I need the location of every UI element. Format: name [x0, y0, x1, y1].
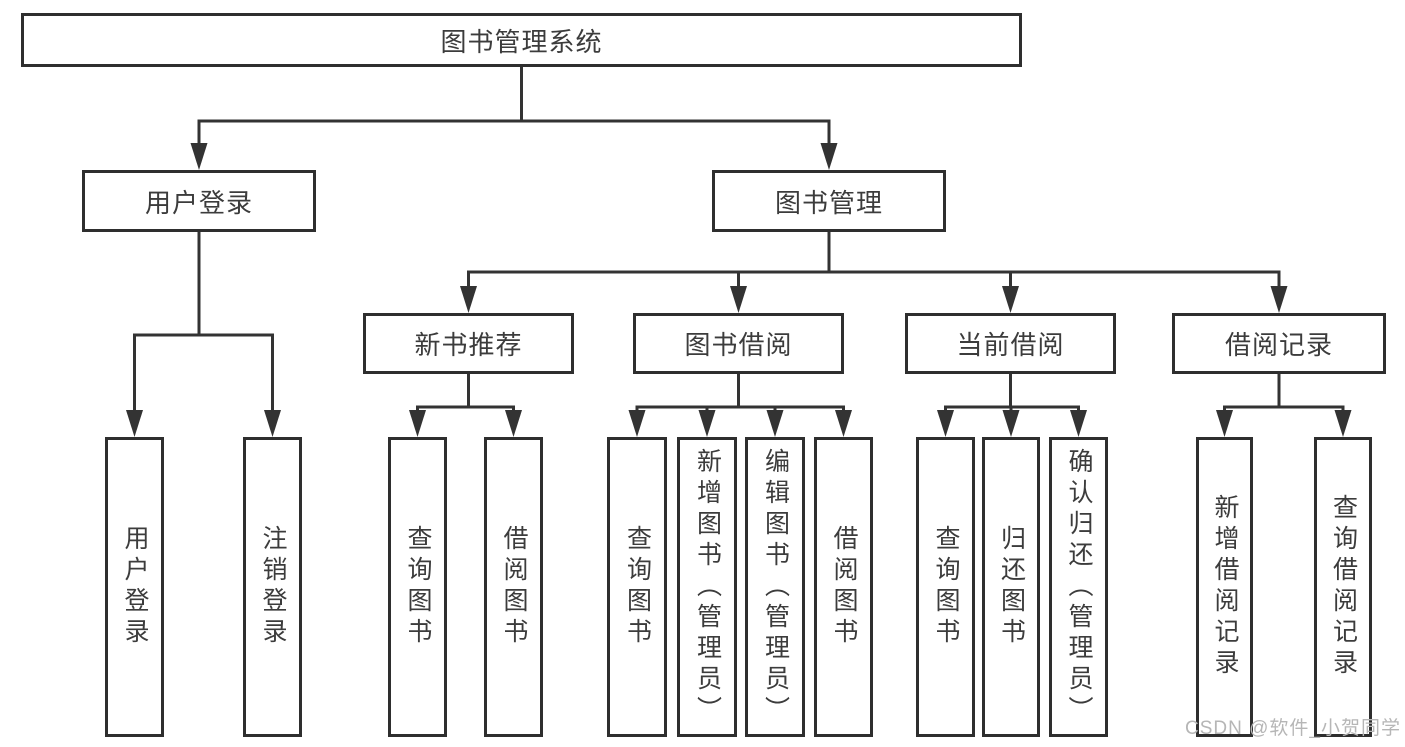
node-borrowing-records-label: 借阅记录: [1224, 330, 1333, 360]
node-library-system-label: 图书管理系统: [440, 26, 603, 57]
leaf-edit-book-admin-label: 编辑图书（管理员）: [761, 447, 790, 727]
leaf-query-books-1-label: 查询图书: [404, 525, 432, 649]
leaf-query-books-2: 查询图书: [607, 437, 667, 737]
leaf-query-borrow-record: 查询借阅记录: [1314, 437, 1372, 737]
leaf-confirm-return-admin: 确认归还（管理员）: [1049, 437, 1108, 737]
node-borrowing-records: 借阅记录: [1172, 313, 1386, 374]
leaf-borrow-books-2: 借阅图书: [814, 437, 873, 737]
csdn-watermark: CSDN @软件_小贺同学: [1185, 718, 1401, 739]
node-user-login-label: 用户登录: [144, 187, 253, 218]
leaf-query-books-3-label: 查询图书: [932, 525, 960, 649]
leaf-edit-book-admin: 编辑图书（管理员）: [745, 437, 805, 737]
leaf-borrow-books-1-label: 借阅图书: [500, 525, 528, 649]
leaf-logout-label: 注销登录: [259, 525, 287, 649]
node-current-borrowing: 当前借阅: [905, 313, 1116, 374]
node-new-book-recommend-label: 新书推荐: [414, 330, 523, 360]
leaf-query-books-1: 查询图书: [388, 437, 447, 737]
leaf-add-book-admin-label: 新增图书（管理员）: [693, 447, 722, 727]
node-book-management: 图书管理: [712, 170, 946, 232]
leaf-query-books-3: 查询图书: [916, 437, 975, 737]
leaf-confirm-return-admin-label: 确认归还（管理员）: [1065, 447, 1093, 727]
leaf-user-login-label: 用户登录: [121, 525, 149, 649]
leaf-add-borrow-record: 新增借阅记录: [1196, 437, 1253, 737]
leaf-add-borrow-record-label: 新增借阅记录: [1211, 494, 1239, 680]
leaf-query-borrow-record-label: 查询借阅记录: [1329, 494, 1358, 680]
leaf-borrow-books-2-label: 借阅图书: [830, 525, 858, 649]
leaf-query-books-2-label: 查询图书: [623, 525, 652, 649]
leaf-return-book-label: 归还图书: [997, 525, 1026, 649]
leaf-logout: 注销登录: [243, 437, 302, 737]
node-book-borrowing-label: 图书借阅: [684, 330, 793, 360]
node-new-book-recommend: 新书推荐: [363, 313, 574, 374]
node-book-management-label: 图书管理: [774, 187, 883, 218]
leaf-user-login: 用户登录: [105, 437, 164, 737]
leaf-borrow-books-1: 借阅图书: [484, 437, 543, 737]
node-library-system: 图书管理系统: [21, 13, 1022, 67]
node-book-borrowing: 图书借阅: [633, 313, 844, 374]
node-user-login: 用户登录: [82, 170, 316, 232]
leaf-return-book: 归还图书: [982, 437, 1040, 737]
leaf-add-book-admin: 新增图书（管理员）: [677, 437, 737, 737]
node-current-borrowing-label: 当前借阅: [956, 330, 1065, 360]
